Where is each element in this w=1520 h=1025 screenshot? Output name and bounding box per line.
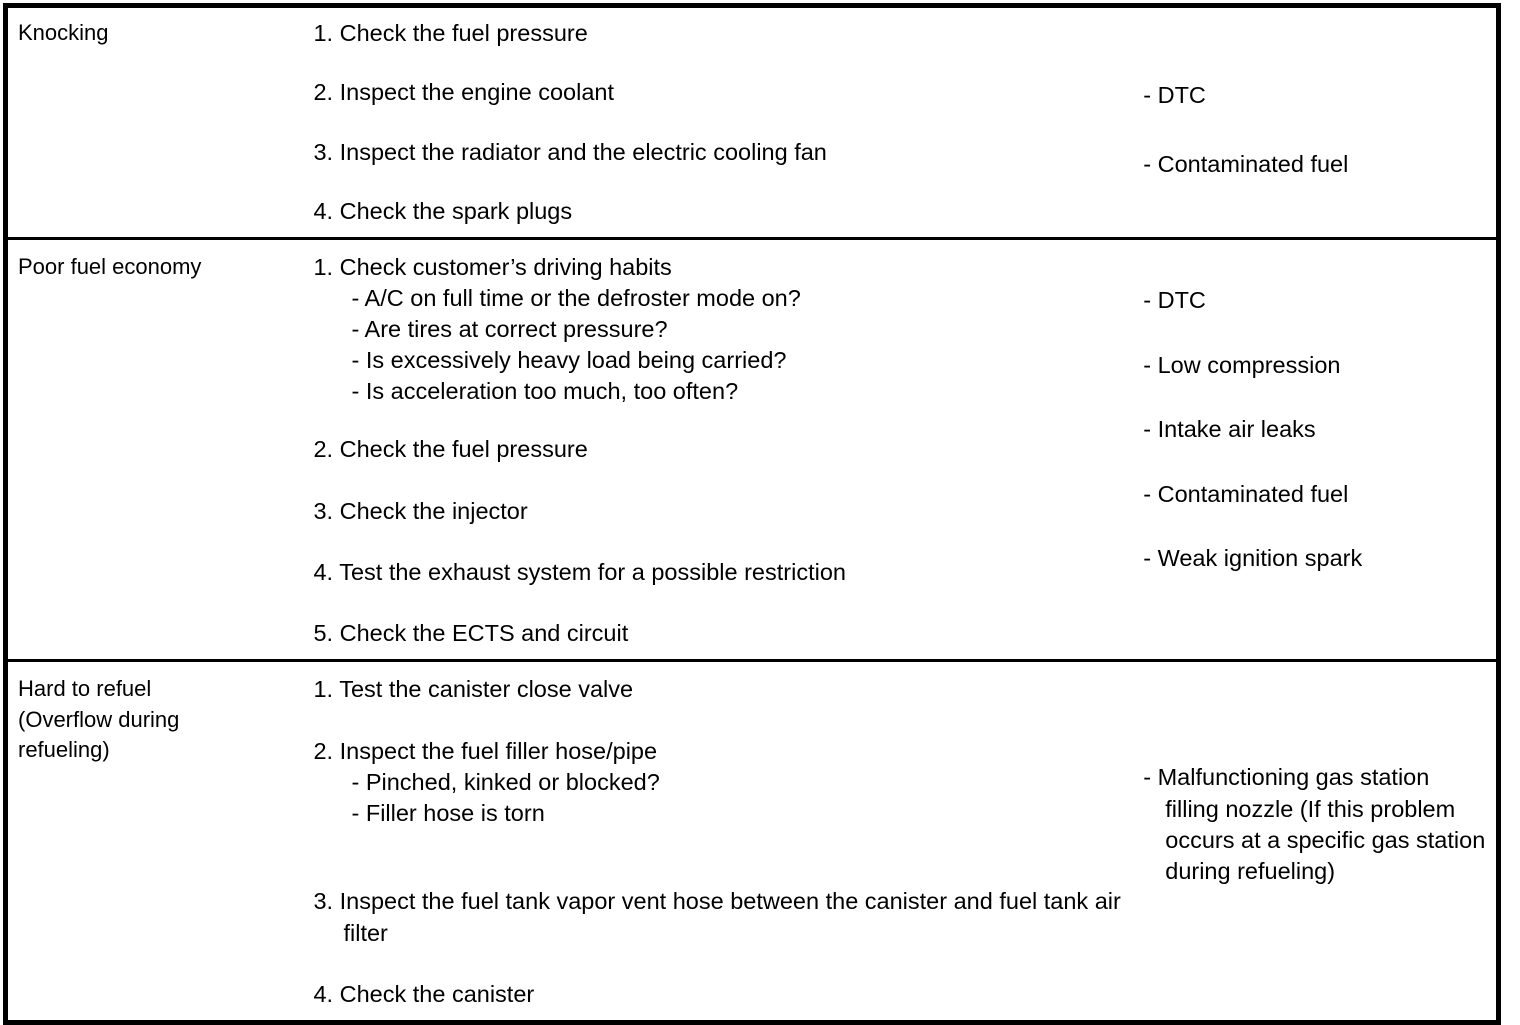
cause-item: - Intake air leaks bbox=[1143, 416, 1316, 443]
procedure-item-text: 4. Test the exhaust system for a possibl… bbox=[313, 558, 846, 585]
procedure-item-text: 2. Inspect the engine coolant bbox=[313, 79, 614, 106]
procedure-item-text: 1. Check customer’s driving habits bbox=[313, 254, 672, 280]
procedure-item: 4. Check the spark plugs bbox=[313, 196, 1123, 227]
symptom-cell-inner: Knocking bbox=[8, 8, 303, 58]
procedure-item-text: 2. Check the fuel pressure bbox=[313, 436, 588, 463]
symptom-cell: Poor fuel economy bbox=[5, 236, 304, 661]
cause-list: - DTC - Low compression - Intake air lea… bbox=[1143, 285, 1486, 574]
procedure-cell: 1. Check the fuel pressure 2. Inspect th… bbox=[303, 5, 1134, 239]
procedure-item-text: 3. Check the injector bbox=[313, 497, 528, 524]
page-canvas: Knocking 1. Check the fuel pressure 2. I… bbox=[3, 3, 1501, 1025]
troubleshooting-table: Knocking 1. Check the fuel pressure 2. I… bbox=[3, 3, 1501, 1025]
cause-cell: - Malfunctioning gas station filling noz… bbox=[1133, 659, 1499, 1023]
procedure-list: 1. Test the canister close valve 2. Insp… bbox=[313, 674, 1123, 1010]
cause-cell-inner: - DTC - Contaminated fuel bbox=[1133, 8, 1496, 227]
cause-item: - Low compression bbox=[1143, 351, 1341, 378]
table-row: Knocking 1. Check the fuel pressure 2. I… bbox=[5, 5, 1499, 239]
symptom-line: Knocking bbox=[18, 20, 109, 45]
procedure-list: 1. Check customer’s driving habits - A/C… bbox=[313, 252, 1123, 649]
table-body: Knocking 1. Check the fuel pressure 2. I… bbox=[5, 5, 1499, 1023]
table-row: Poor fuel economy 1. Check customer’s dr… bbox=[5, 236, 1499, 661]
spacer bbox=[313, 858, 1123, 886]
cause-list: - Malfunctioning gas station filling noz… bbox=[1143, 762, 1486, 887]
cause-cell: - DTC - Contaminated fuel bbox=[1133, 5, 1499, 239]
procedure-item-text: 3. Inspect the radiator and the electric… bbox=[313, 138, 827, 165]
procedure-item: 4. Test the exhaust system for a possibl… bbox=[313, 557, 1123, 588]
procedure-sublist: - A/C on full time or the defroster mode… bbox=[313, 283, 1123, 406]
procedure-item: 2. Check the fuel pressure bbox=[313, 434, 1123, 465]
procedure-item-text: 1. Test the canister close valve bbox=[313, 676, 634, 703]
table-row: Hard to refuel (Overflow during refuelin… bbox=[5, 659, 1499, 1023]
symptom-line: (Overflow during bbox=[18, 706, 180, 732]
procedure-item-text: 4. Check the spark plugs bbox=[313, 197, 573, 224]
symptom-line: Poor fuel economy bbox=[18, 254, 202, 279]
cause-item: - DTC bbox=[1143, 287, 1206, 313]
procedure-list: 1. Check the fuel pressure 2. Inspect th… bbox=[313, 18, 1123, 227]
cause-item: - Malfunctioning gas station filling noz… bbox=[1143, 764, 1486, 885]
procedure-item: 2. Inspect the fuel filler hose/pipe - P… bbox=[313, 736, 1123, 829]
procedure-subitem: - A/C on full time or the defroster mode… bbox=[351, 285, 801, 312]
symptom-cell-inner: Hard to refuel (Overflow during refuelin… bbox=[8, 662, 303, 775]
procedure-item: 2. Inspect the engine coolant bbox=[313, 77, 1123, 108]
procedure-subitem: - Are tires at correct pressure? bbox=[351, 316, 668, 343]
cause-cell-inner: - DTC - Low compression - Intake air lea… bbox=[1133, 240, 1496, 584]
procedure-item: 3. Inspect the radiator and the electric… bbox=[313, 137, 1123, 168]
procedure-item: 3. Check the injector bbox=[313, 496, 1123, 527]
procedure-cell: 1. Check customer’s driving habits - A/C… bbox=[303, 236, 1134, 661]
procedure-item: 4. Check the canister bbox=[313, 979, 1123, 1010]
cause-item: - DTC bbox=[1143, 82, 1206, 108]
procedure-cell-inner: 1. Check customer’s driving habits - A/C… bbox=[303, 240, 1133, 659]
symptom-line: Hard to refuel bbox=[18, 676, 152, 702]
cause-list: - DTC - Contaminated fuel bbox=[1143, 80, 1486, 179]
procedure-item: 3. Inspect the fuel tank vapor vent hose… bbox=[313, 886, 1123, 949]
procedure-item: 5. Check the ECTS and circuit bbox=[313, 618, 1123, 649]
symptom-cell: Hard to refuel (Overflow during refuelin… bbox=[5, 659, 304, 1023]
procedure-item-text: 5. Check the ECTS and circuit bbox=[313, 620, 629, 647]
procedure-item: 1. Test the canister close valve bbox=[313, 674, 1123, 705]
symptom-line: refueling) bbox=[18, 737, 110, 763]
procedure-subitem: - Pinched, kinked or blocked? bbox=[351, 768, 660, 795]
cause-item: - Contaminated fuel bbox=[1143, 150, 1349, 177]
procedure-item: 1. Check the fuel pressure bbox=[313, 18, 1123, 49]
procedure-item-text: 3. Inspect the fuel tank vapor vent hose… bbox=[313, 888, 1121, 946]
spacer bbox=[313, 406, 1123, 434]
cause-cell: - DTC - Low compression - Intake air lea… bbox=[1133, 236, 1499, 661]
symptom-cell-inner: Poor fuel economy bbox=[8, 240, 303, 292]
symptom-cell: Knocking bbox=[5, 5, 304, 239]
procedure-cell-inner: 1. Check the fuel pressure 2. Inspect th… bbox=[303, 8, 1133, 237]
procedure-subitem: - Is excessively heavy load being carrie… bbox=[351, 346, 787, 373]
procedure-item: 1. Check customer’s driving habits - A/C… bbox=[313, 252, 1123, 406]
cause-item: - Weak ignition spark bbox=[1143, 545, 1363, 572]
cause-item: - Contaminated fuel bbox=[1143, 480, 1349, 507]
cause-cell-inner: - Malfunctioning gas station filling noz… bbox=[1133, 662, 1496, 897]
procedure-item-text: 1. Check the fuel pressure bbox=[313, 20, 588, 46]
procedure-sublist: - Pinched, kinked or blocked? - Filler h… bbox=[313, 767, 1123, 829]
procedure-item-text: 2. Inspect the fuel filler hose/pipe bbox=[313, 737, 658, 764]
procedure-subitem: - Filler hose is torn bbox=[351, 799, 545, 826]
procedure-cell: 1. Test the canister close valve 2. Insp… bbox=[303, 659, 1134, 1023]
procedure-cell-inner: 1. Test the canister close valve 2. Insp… bbox=[303, 662, 1133, 1020]
procedure-subitem: - Is acceleration too much, too often? bbox=[351, 377, 739, 404]
procedure-item-text: 4. Check the canister bbox=[313, 980, 535, 1007]
